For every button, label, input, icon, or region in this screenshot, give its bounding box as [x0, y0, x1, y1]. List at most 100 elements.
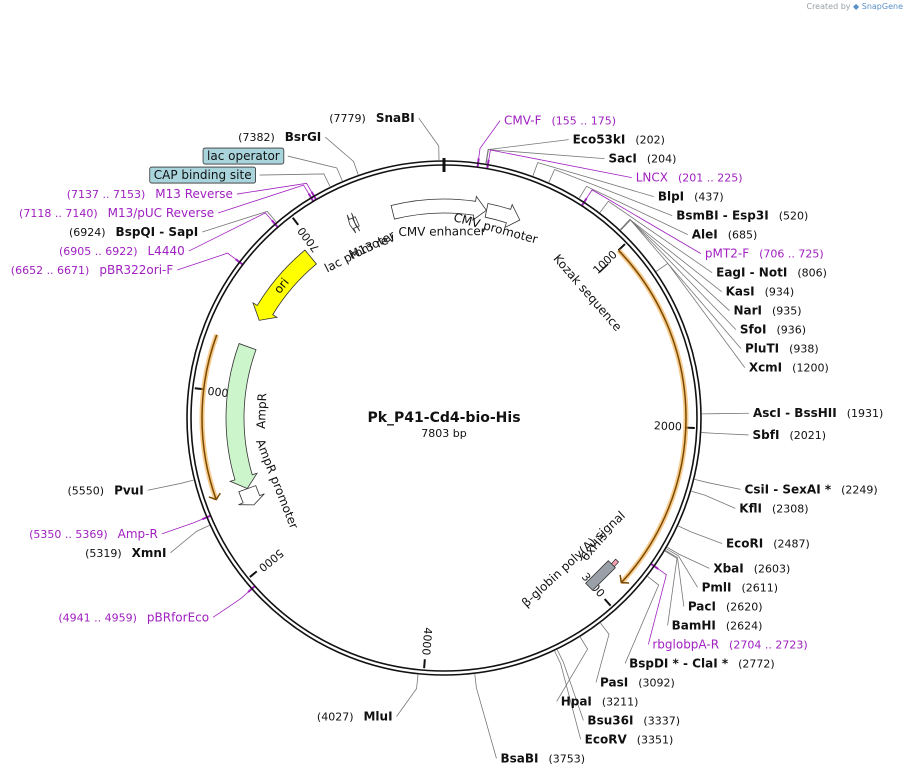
site-label-bamhi[interactable]: BamHI(2624) — [672, 618, 763, 632]
site-label-asci-bsshii[interactable]: AscI - BssHII(1931) — [753, 406, 883, 420]
site-label-nari[interactable]: NarI(935) — [733, 304, 801, 318]
site-position: (520) — [779, 210, 809, 223]
primer-label-m13-puc-reverse[interactable]: (7118 .. 7140) M13/pUC Reverse — [19, 206, 214, 220]
site-name: XbaI — [713, 561, 743, 575]
feature-kozak-sequence[interactable] — [598, 263, 609, 273]
leader-line — [584, 189, 702, 254]
leader-line — [477, 120, 501, 163]
leader-line — [325, 136, 359, 175]
site-name: BsaBI — [500, 751, 538, 765]
site-label-kasi[interactable]: KasI(934) — [726, 285, 795, 299]
site-label-paci[interactable]: PacI(2620) — [688, 599, 763, 613]
site-position: (938) — [789, 343, 819, 356]
primer-label-m13-reverse[interactable]: (7137 .. 7153)M13 Reverse — [67, 187, 233, 201]
site-label-bsu36i[interactable]: Bsu36I(3337) — [587, 713, 680, 727]
site-label-xmni[interactable]: (5319)XmnI — [85, 546, 166, 560]
leader-line — [202, 210, 277, 233]
site-label-bspdi-clai[interactable]: BspDI * - ClaI *(2772) — [629, 656, 775, 670]
site-label-sbfi[interactable]: SbfI(2021) — [753, 428, 827, 442]
primer-range: (7118 .. 7140) — [19, 207, 98, 220]
orf-arc[interactable] — [201, 334, 218, 500]
primer-name: M13/pUC Reverse — [108, 206, 215, 220]
feature-ampr[interactable] — [225, 343, 258, 489]
feature-lac-promoter[interactable] — [346, 214, 358, 234]
leader-line — [666, 548, 698, 588]
site-name: BsrGI — [285, 130, 322, 144]
primer-name: L4440 — [148, 244, 185, 258]
tick-label: 5000 — [256, 546, 286, 574]
primer-label-pbr322ori-f[interactable]: (6652 .. 6671)pBR322ori-F — [11, 263, 174, 277]
leader-line — [678, 525, 723, 544]
site-label-eagi-noti[interactable]: EagI - NotI(806) — [716, 266, 827, 280]
primer-label-amp-r[interactable]: (5350 .. 5369)Amp-R — [29, 527, 158, 541]
site-label-sfoi[interactable]: SfoI(936) — [740, 323, 806, 337]
site-label-hpai[interactable]: HpaI(3211) — [561, 694, 639, 708]
leader-line — [212, 589, 252, 618]
site-label-xcmi[interactable]: XcmI(1200) — [749, 361, 829, 375]
site-label-pmli[interactable]: PmlI(2611) — [702, 580, 778, 594]
feature-ori[interactable] — [252, 249, 317, 321]
site-name: SnaBI — [376, 111, 415, 125]
site-label-blpi[interactable]: BlpI(437) — [658, 190, 724, 204]
plasmid-backbone — [186, 158, 702, 676]
site-label-saci[interactable]: SacI(204) — [608, 152, 676, 166]
primer-label-pbrforeco[interactable]: (4941 .. 4959)pBRforEco — [58, 610, 209, 624]
site-label-ecori[interactable]: EcoRI(2487) — [726, 537, 810, 551]
site-label-bsabi[interactable]: BsaBI(3753) — [500, 751, 585, 765]
primer-label-lncx[interactable]: LNCX(201 .. 225) — [636, 171, 743, 185]
site-label-xbai[interactable]: XbaI(2603) — [713, 561, 790, 575]
feature-globin-poly-a-signal[interactable] — [585, 560, 616, 591]
leader-line — [188, 212, 275, 252]
boxed-label-lac-operator[interactable] — [202, 147, 285, 165]
tick-label: 2000 — [654, 419, 682, 433]
site-label-bspqi-sapi[interactable]: (6924)BspQI - SapI — [69, 225, 198, 239]
site-label-ecorv[interactable]: EcoRV(3351) — [585, 732, 674, 746]
site-position: (6924) — [69, 226, 106, 239]
site-position: (7779) — [329, 112, 366, 125]
feature-cmv-enhancer[interactable] — [390, 195, 487, 221]
leader-line — [656, 262, 746, 368]
tick-mark — [423, 659, 426, 669]
site-label-eco53ki[interactable]: Eco53kI(202) — [573, 133, 665, 147]
feature-cmv-promoter[interactable] — [484, 202, 521, 229]
primer-range: (2704 .. 2723) — [729, 638, 808, 651]
tick-mark — [617, 243, 626, 252]
primer-label-pmt2-f[interactable]: pMT2-F(706 .. 725) — [705, 247, 824, 261]
leader-line — [624, 576, 660, 664]
snapgene-logo-icon: ◆ — [853, 2, 860, 11]
site-name: NarI — [733, 304, 762, 318]
orf-arc[interactable] — [617, 249, 687, 584]
site-label-bsmbi-esp3i[interactable]: BsmBI - Esp3I(520) — [676, 209, 808, 223]
site-name: KflI — [739, 501, 762, 515]
feature-m13-rev[interactable] — [351, 212, 361, 232]
site-label-pluti[interactable]: PluTI(938) — [745, 342, 819, 356]
site-position: (934) — [765, 286, 795, 299]
primer-name: CMV-F — [504, 114, 542, 128]
site-name: XcmI — [749, 361, 782, 375]
site-label-snabi[interactable]: (7779) SnaBI — [329, 111, 414, 125]
feature-ampr-promoter[interactable] — [238, 485, 265, 506]
site-labels[interactable]: CMV-F(155 .. 175) Eco53kI(202) SacI(204) LN… — [11, 111, 884, 765]
site-position: (2249) — [841, 483, 878, 496]
site-position: (2308) — [772, 502, 809, 515]
site-name: BamHI — [672, 618, 716, 632]
site-label-bsrgi[interactable]: (7382)BsrGI — [238, 130, 321, 144]
site-name: EagI - NotI — [716, 266, 787, 280]
boxed-label-cap-binding-site[interactable] — [149, 166, 257, 184]
site-name: AscI - BssHII — [753, 406, 837, 420]
site-label-pvui[interactable]: (5550)PvuI — [67, 483, 143, 497]
site-label-mlui[interactable]: (4027)MluI — [317, 709, 393, 723]
credit-brand: SnapGene — [861, 2, 903, 11]
primer-label-rbglobpa-r[interactable]: rbglobpA-R(2704 .. 2723) — [652, 637, 807, 651]
site-label-pasi[interactable]: PasI(3092) — [600, 675, 675, 689]
site-position: (936) — [776, 324, 806, 337]
primer-range: (706 .. 725) — [759, 248, 824, 261]
site-position: (2772) — [738, 657, 775, 670]
primer-label-l4440[interactable]: (6905 .. 6922)L4440 — [59, 244, 185, 258]
primer-label-cmv-f[interactable]: CMV-F(155 .. 175) — [504, 114, 616, 128]
site-label-kfli[interactable]: KflI (2308) — [739, 501, 808, 515]
leader-line — [217, 184, 312, 214]
site-label-csii-sexai[interactable]: CsiI - SexAI *(2249) — [745, 482, 878, 496]
site-label-alei[interactable]: AleI(685) — [692, 228, 758, 242]
